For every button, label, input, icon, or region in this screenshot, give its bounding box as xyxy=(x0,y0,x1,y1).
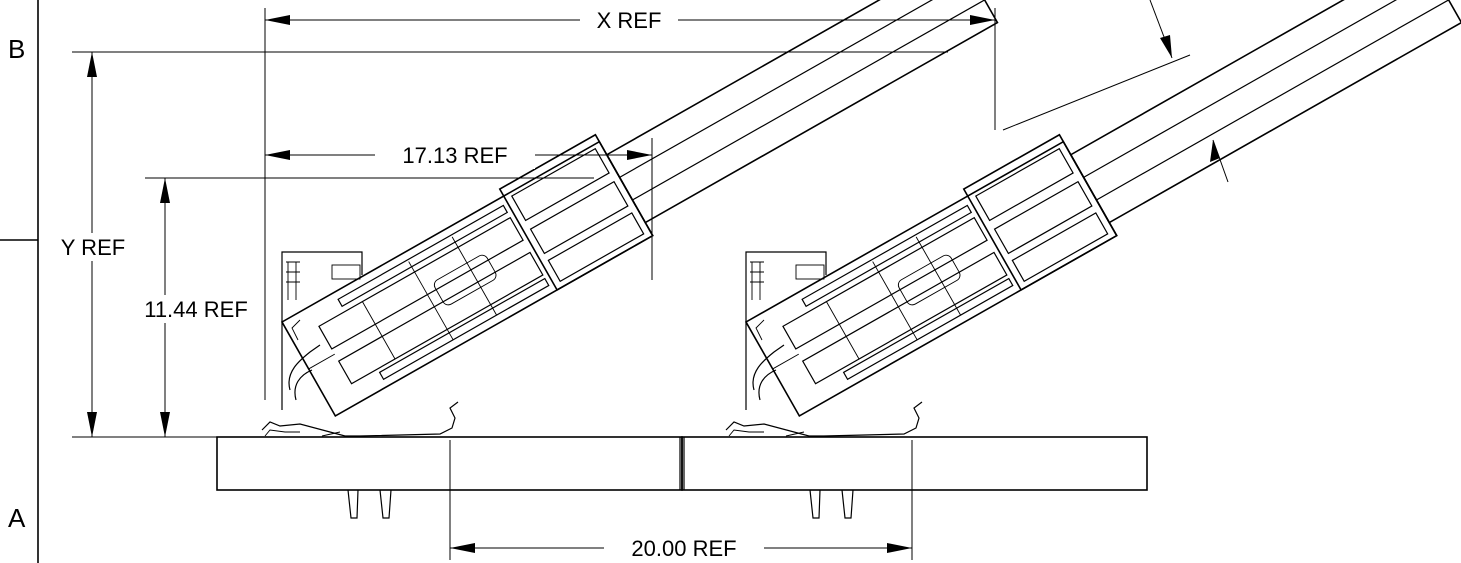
zone-label-b: B xyxy=(8,34,25,64)
dim-11-44-label: 11.44 REF xyxy=(144,297,248,322)
zone-label-a: A xyxy=(8,503,26,533)
zone-frame: B A xyxy=(0,0,39,563)
dimension-labels: X REF 17.13 REF Y REF 11.44 REF 20.00 RE… xyxy=(50,6,764,562)
board-pegs xyxy=(347,489,854,519)
peg-right-2 xyxy=(841,489,854,519)
connector-assembly-right xyxy=(725,0,1461,437)
dimension-lines xyxy=(72,0,1229,560)
x-ref-label: X REF xyxy=(597,8,662,33)
pcb-boards xyxy=(216,436,1148,491)
peg-left-1 xyxy=(347,489,359,519)
pcb-board-right xyxy=(681,436,1148,491)
peg-right-1 xyxy=(809,489,821,519)
y-ref-label: Y REF xyxy=(61,235,125,260)
peg-left-2 xyxy=(379,489,392,519)
connector-assembly-left xyxy=(261,0,999,437)
dim-20-00-label: 20.00 REF xyxy=(631,536,736,561)
dim-17-13-label: 17.13 REF xyxy=(402,143,507,168)
